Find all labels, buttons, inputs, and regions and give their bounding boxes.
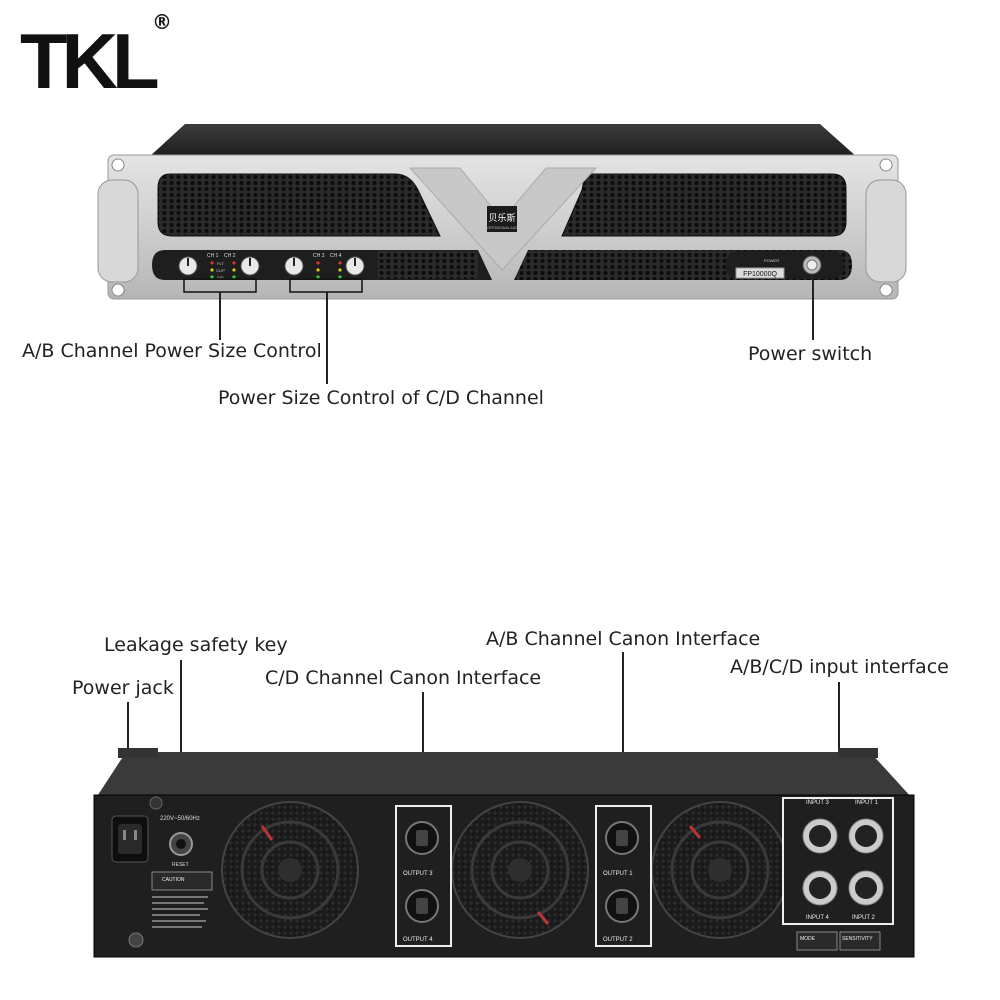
input-box [782,797,894,925]
annotation-ab-power-control: A/B Channel Power Size Control [22,340,322,362]
xlr-input-2[interactable] [848,870,884,906]
output-label: OUTPUT 1 [603,871,633,877]
channel-label: CH 3 [313,253,325,259]
leader-line [219,292,221,340]
leader-line [838,682,840,798]
badge-text: 贝乐斯 [488,212,515,223]
annotation-cd-power-control: Power Size Control of C/D Channel [218,387,544,409]
input-label: INPUT 3 [806,800,830,806]
leader-line [180,660,182,810]
speakon-output-2[interactable] [605,889,639,923]
amplifier-front-panel: 贝乐斯 PROFESSIONAL AUDIO CH 1 CH 2 CH 3 CH… [97,124,907,300]
output-label: OUTPUT 3 [403,871,433,877]
channel-label: CH 1 [207,253,219,259]
amplifier-rear-panel: 220V~50/60Hz RESET CAUTION OUTPUT 3 OUTP… [93,748,915,958]
power-label: POWER [764,258,779,263]
cooling-fan [451,801,589,939]
output-label: OUTPUT 2 [603,937,633,943]
sensitivity-switch[interactable] [839,931,881,951]
caution-title: CAUTION [162,877,185,883]
output-label: OUTPUT 4 [403,937,433,943]
annotation-power-switch: Power switch [748,343,873,365]
xlr-input-4[interactable] [802,870,838,906]
speakon-output-4[interactable] [405,889,439,923]
power-jack[interactable] [111,815,149,863]
annotation-leakage-key: Leakage safety key [104,634,288,656]
led-column-ab: FLT CLIP SIG [210,261,236,280]
leader-line [422,692,424,806]
cooling-fan [651,801,789,939]
speakon-output-3[interactable] [405,821,439,855]
leakage-safety-key[interactable] [169,832,193,856]
led-label: CLIP [216,268,225,273]
leader-line [812,274,814,340]
reset-label: RESET [172,862,189,868]
knob-ch1[interactable] [178,256,198,276]
annotation-cd-canon: C/D Channel Canon Interface [265,667,542,689]
knob-ch3[interactable] [284,256,304,276]
input-label: INPUT 2 [852,915,876,921]
led-label: FLT [217,261,224,266]
logo-text: TKL [20,20,158,95]
annotation-abcd-input: A/B/C/D input interface [730,656,949,678]
power-switch[interactable] [802,255,822,275]
input-label: INPUT 1 [855,800,879,806]
channel-label: CH 2 [224,253,236,259]
annotation-ab-canon: A/B Channel Canon Interface [486,628,761,650]
led-column-cd [316,261,342,279]
knob-ch4[interactable] [345,256,365,276]
channel-label: CH 4 [330,253,342,259]
input-label: INPUT 4 [806,915,830,921]
model-label: FP10000Q [743,271,777,278]
mode-label: MODE [800,936,816,942]
leader-line [622,652,624,806]
mode-switch[interactable] [796,931,838,951]
badge-subtext: PROFESSIONAL AUDIO [483,226,522,230]
voltage-label: 220V~50/60Hz [160,816,200,822]
registered-mark: ® [152,10,172,34]
speakon-output-1[interactable] [605,821,639,855]
xlr-input-3[interactable] [802,818,838,854]
leader-line [326,292,328,384]
sensitivity-label: SENSITIVITY [842,936,873,942]
cooling-fan [221,801,359,939]
xlr-input-1[interactable] [848,818,884,854]
knob-ch2[interactable] [240,256,260,276]
annotation-power-jack: Power jack [72,677,174,699]
brand-logo: TKL ® [20,10,175,105]
led-label: SIG [217,275,224,280]
